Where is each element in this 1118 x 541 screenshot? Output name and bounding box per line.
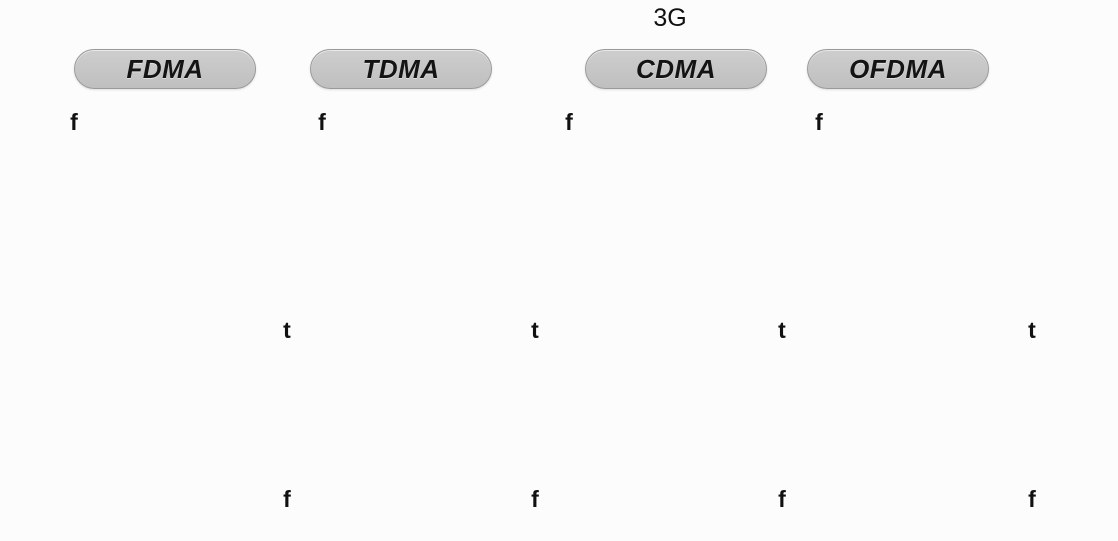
fdma-time-frequency-plot: f t <box>70 109 291 343</box>
freq-axis-label: f <box>815 109 823 135</box>
ofdma-label-text: OFDMA <box>849 53 947 84</box>
tdma-time-frequency-plot: f t <box>318 109 539 343</box>
time-axis-label: t <box>283 317 291 343</box>
ofdma-spectrum-plot: f <box>1028 486 1036 512</box>
freq-axis-label: f <box>565 109 573 135</box>
cdma-pill-label: CDMA <box>585 49 767 89</box>
time-axis-label: t <box>1028 317 1036 343</box>
ofdma-time-frequency-plot: f t <box>815 109 1036 343</box>
freq-axis-label: f <box>318 109 326 135</box>
freq-axis-label: f <box>531 486 539 512</box>
cdma-time-frequency-plot: f t <box>565 109 786 343</box>
freq-axis-label: f <box>70 109 78 135</box>
fdma-spectrum-plot: f <box>283 486 291 512</box>
freq-axis-label: f <box>283 486 291 512</box>
freq-axis-label: f <box>1028 486 1036 512</box>
ofdma-pill-label: OFDMA <box>807 49 989 89</box>
cdma-spectrum-plot: f <box>778 486 786 512</box>
time-axis-label: t <box>531 317 539 343</box>
freq-axis-label: f <box>778 486 786 512</box>
tdma-pill-label: TDMA <box>310 49 492 89</box>
cdma-label-text: CDMA <box>636 53 716 84</box>
figure-title: 3G <box>653 4 687 32</box>
fdma-label-text: FDMA <box>126 53 204 84</box>
time-axis-label: t <box>778 317 786 343</box>
tdma-spectrum-plot: f <box>531 486 539 512</box>
tdma-label-text: TDMA <box>362 53 440 84</box>
fdma-pill-label: FDMA <box>74 49 256 89</box>
